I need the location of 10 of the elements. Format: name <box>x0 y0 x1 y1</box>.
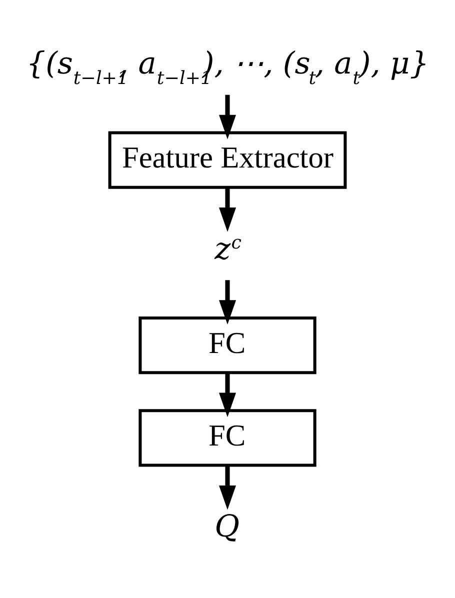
node-box: FC <box>138 409 316 467</box>
node-text: z$^{c}$ <box>214 232 242 267</box>
arrow <box>218 465 236 510</box>
node-box: FC <box>138 316 316 374</box>
arrow <box>218 94 236 140</box>
arrow <box>218 280 236 325</box>
arrow <box>218 187 236 232</box>
node-text: Q <box>214 510 240 545</box>
arrow <box>218 372 236 418</box>
node-box: Feature Extractor <box>108 131 347 189</box>
